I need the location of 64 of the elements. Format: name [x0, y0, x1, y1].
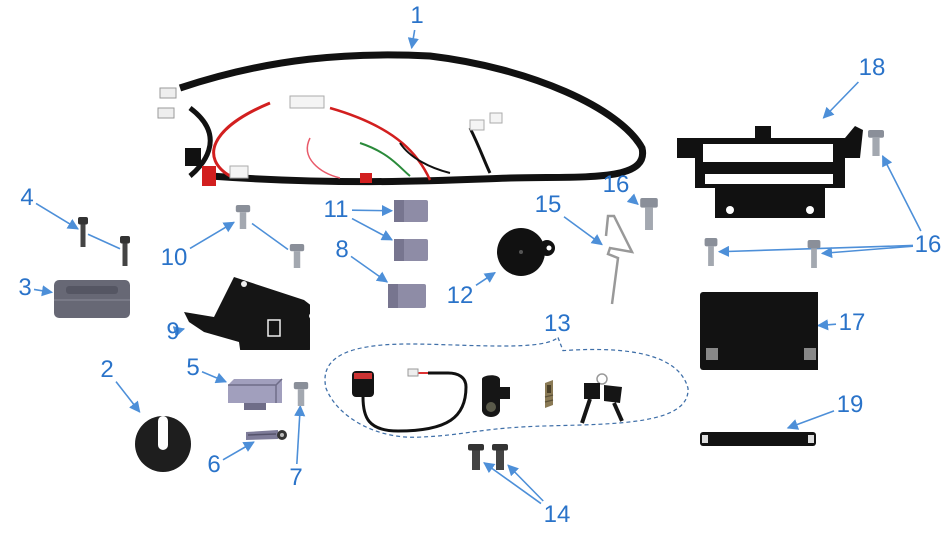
- callout-number: 9: [164, 318, 182, 346]
- leader-line: [172, 326, 186, 338]
- callout-number: 8: [333, 236, 351, 264]
- callout-number: 12: [444, 282, 476, 310]
- bolt-drawing: [703, 238, 719, 266]
- battery-drawing: [698, 290, 818, 370]
- leader-line: [564, 216, 603, 246]
- leader-line: [352, 218, 393, 241]
- callout-number: 3: [16, 274, 34, 302]
- horn-drawing: [495, 226, 557, 278]
- bolt-drawing: [288, 244, 306, 268]
- callout-number: 1: [408, 2, 426, 30]
- leader-line: [88, 234, 120, 250]
- relay-drawing: [392, 198, 430, 224]
- callout-number: 16: [600, 171, 632, 199]
- leader-line: [507, 464, 544, 502]
- leader-line: [408, 30, 419, 50]
- leader-line: [34, 285, 54, 296]
- screw-drawing: [468, 444, 484, 470]
- callout-number: 17: [836, 309, 868, 337]
- callout-number: 16: [913, 231, 941, 259]
- leader-line: [202, 371, 228, 384]
- screw-drawing: [78, 217, 88, 247]
- cover-drawing: [226, 377, 284, 411]
- leader-line: [350, 256, 388, 283]
- leader-line: [352, 205, 394, 216]
- leader-line: [476, 272, 496, 286]
- leader-line: [294, 404, 306, 464]
- callout-number: 6: [205, 451, 223, 479]
- relay-drawing: [392, 237, 430, 263]
- leader-line: [36, 202, 79, 230]
- leader-line: [822, 81, 859, 119]
- callout-number: 7: [287, 464, 305, 492]
- callout-number: 15: [532, 191, 564, 219]
- screw-drawing: [492, 444, 508, 470]
- callout-number: 2: [98, 356, 116, 384]
- leader-line: [252, 222, 288, 250]
- leader-line: [816, 319, 836, 330]
- leader-line: [718, 244, 914, 258]
- leader-line: [882, 155, 922, 232]
- callout-number: 4: [18, 184, 36, 212]
- callout-number: 19: [834, 391, 866, 419]
- screw-drawing: [120, 236, 130, 266]
- leader-line: [190, 222, 235, 250]
- plate-drawing: [244, 428, 288, 442]
- leader-line: [786, 410, 834, 430]
- callout-number: 14: [541, 501, 573, 529]
- callout-number: 13: [544, 312, 571, 336]
- bolt-drawing: [234, 205, 252, 229]
- callout-number: 11: [320, 196, 352, 224]
- leader-line: [483, 462, 542, 504]
- leader-line: [626, 193, 639, 206]
- callout-number: 18: [856, 54, 888, 82]
- callout-number: 5: [184, 354, 202, 382]
- bolt-drawing: [866, 130, 886, 156]
- leader-line: [222, 441, 255, 460]
- bolt-drawing: [292, 382, 310, 406]
- bolt-drawing: [638, 198, 660, 230]
- leader-line: [820, 245, 914, 258]
- relay-drawing: [386, 282, 428, 310]
- leader-line: [115, 381, 140, 413]
- callout-number: 10: [158, 244, 190, 272]
- bolt-drawing: [806, 240, 822, 268]
- lock-cylinder-drawing: [544, 379, 554, 409]
